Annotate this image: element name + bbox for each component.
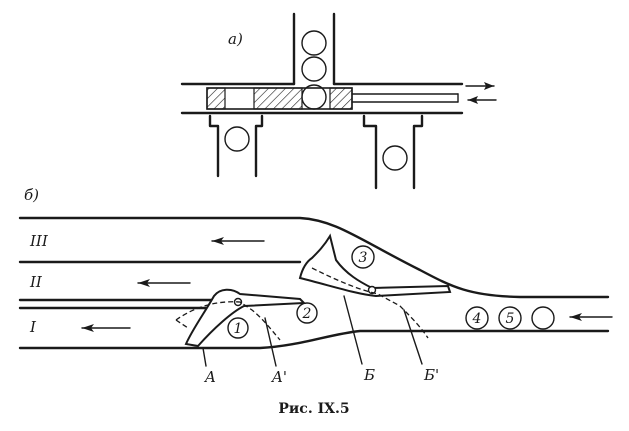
switch-A-solid	[184, 288, 307, 348]
item-1-label: 1	[234, 321, 243, 337]
pusher-hatched-block-3	[329, 87, 353, 110]
ball-chute-3	[301, 84, 327, 110]
flow-arrow-inlet	[569, 313, 613, 321]
switch-A-prime-dashed-tip	[175, 319, 189, 329]
right-pocket-outer-wall	[362, 114, 378, 190]
switch-A-prime-dashed	[175, 301, 281, 341]
arrow-left	[467, 96, 497, 104]
item-3-circle	[351, 245, 375, 269]
flow-arrow-track-I	[81, 324, 131, 332]
item-3-label: 3	[359, 250, 368, 266]
diagram-part-a: a)	[180, 12, 497, 190]
item-5-label: 5	[506, 311, 515, 327]
switch-label-A: A	[203, 368, 216, 386]
track-label-III: III	[29, 232, 49, 250]
pusher-hatched-block-1	[206, 87, 226, 110]
leader-A-prime	[264, 317, 277, 367]
outer-bottom-wall	[18, 329, 610, 350]
item-2-circle	[296, 302, 318, 324]
ball-chute-2	[301, 56, 327, 82]
part-a-label: a)	[228, 30, 243, 48]
ball-chute-1	[301, 30, 327, 56]
outer-top-wall	[18, 216, 610, 299]
ball-left-pocket	[224, 126, 250, 152]
item-2-label: 2	[302, 306, 312, 322]
track-label-II: II	[29, 273, 43, 291]
item-1-circle	[227, 317, 249, 339]
flow-arrow-track-II	[137, 279, 191, 287]
pusher-hatched-block-2	[253, 87, 303, 110]
left-pocket-inner-wall	[254, 114, 264, 178]
leader-B-prime	[403, 309, 423, 365]
ball-right-pocket	[382, 145, 408, 171]
flow-arrow-track-III	[211, 237, 265, 245]
item-4-circle	[465, 306, 489, 330]
item-4-label: 4	[472, 311, 482, 327]
left-pocket-outer-wall	[208, 114, 220, 178]
switch-label-B-prime: Б'	[423, 366, 439, 384]
diagram-part-b: б) III II I	[18, 186, 613, 386]
switch-B-solid	[298, 233, 452, 298]
leader-A	[202, 347, 207, 367]
right-pocket-inner-wall	[412, 114, 424, 190]
track-label-I: I	[29, 318, 37, 336]
arrow-right	[465, 82, 495, 90]
item-unnumbered-circle	[531, 306, 555, 330]
switch-B-pivot	[367, 285, 377, 295]
switch-label-A-prime: A'	[270, 368, 287, 386]
part-b-label: б)	[24, 186, 39, 204]
leader-B	[343, 295, 363, 365]
item-5-circle	[498, 306, 522, 330]
switch-label-B: Б	[363, 366, 375, 384]
figure-caption: Рис. IX.5	[278, 401, 349, 417]
switch-B-prime-dashed	[311, 267, 429, 339]
